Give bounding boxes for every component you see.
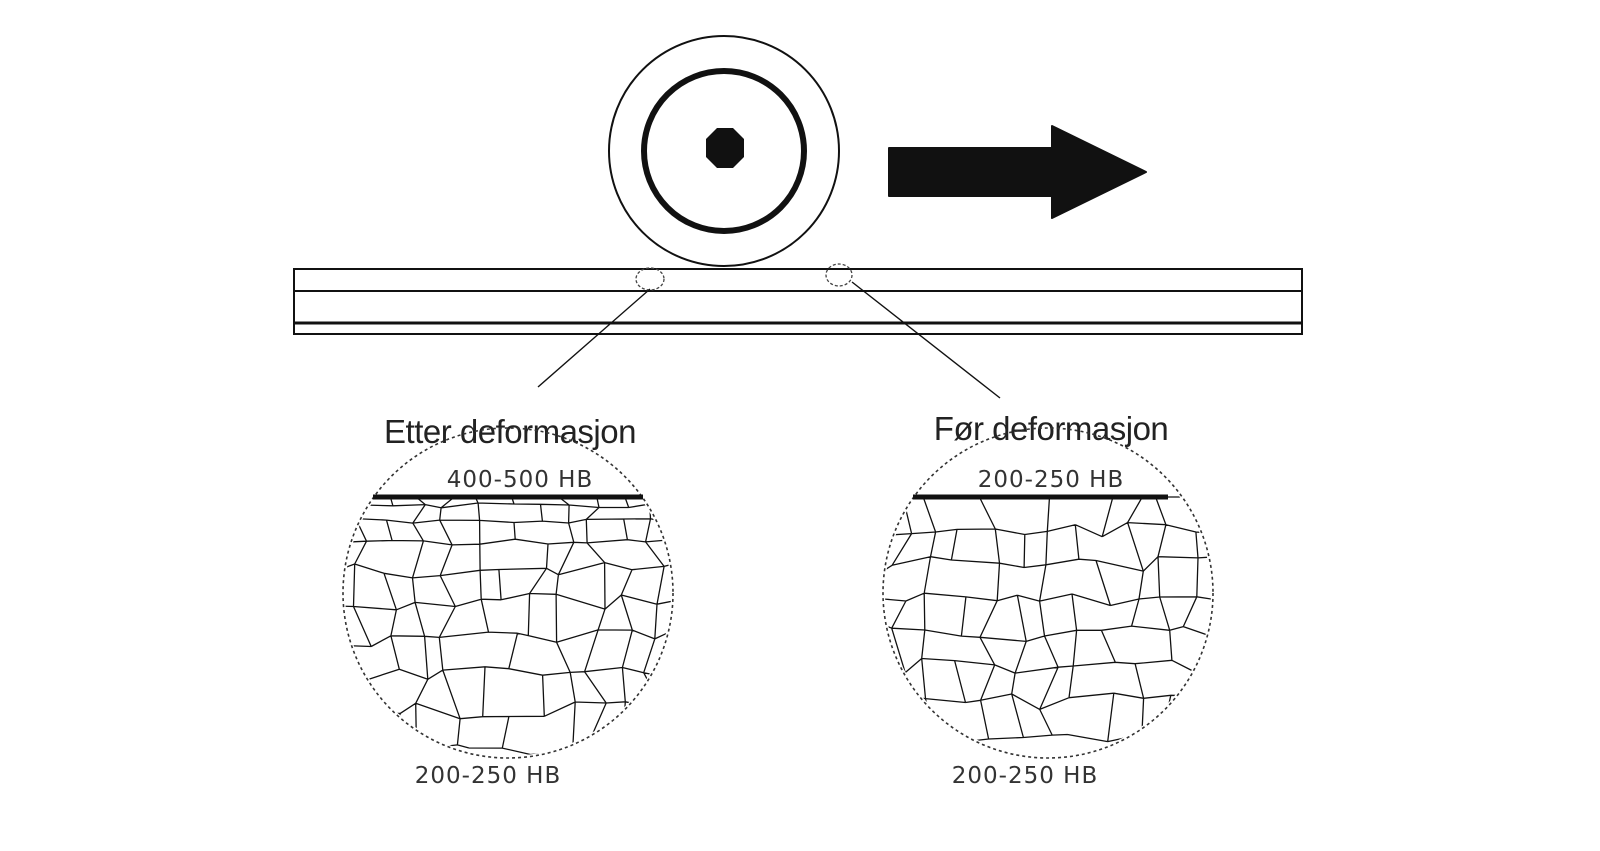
grain-boundaries bbox=[885, 496, 1211, 744]
right-magnifier-marker bbox=[825, 263, 853, 287]
left-surface-hardness: 400-500 HB bbox=[447, 467, 593, 493]
left-panel-heading: Etter deformasjon bbox=[384, 413, 636, 450]
left-magnifier-marker bbox=[635, 267, 665, 291]
roller-axle bbox=[706, 128, 744, 168]
right-leader-line bbox=[851, 281, 1001, 399]
left-leader-line bbox=[537, 288, 651, 388]
workpiece-plate bbox=[293, 268, 1303, 335]
grain-boundaries bbox=[345, 496, 671, 756]
right-core-hardness: 200-250 HB bbox=[952, 763, 1098, 789]
left-grain-structure bbox=[345, 496, 671, 756]
roller-icon bbox=[608, 35, 840, 267]
left-core-hardness: 200-250 HB bbox=[415, 763, 561, 789]
arrow-right-icon bbox=[888, 125, 1147, 219]
right-grain-structure bbox=[885, 496, 1211, 744]
right-surface-hardness: 200-250 HB bbox=[978, 467, 1124, 493]
